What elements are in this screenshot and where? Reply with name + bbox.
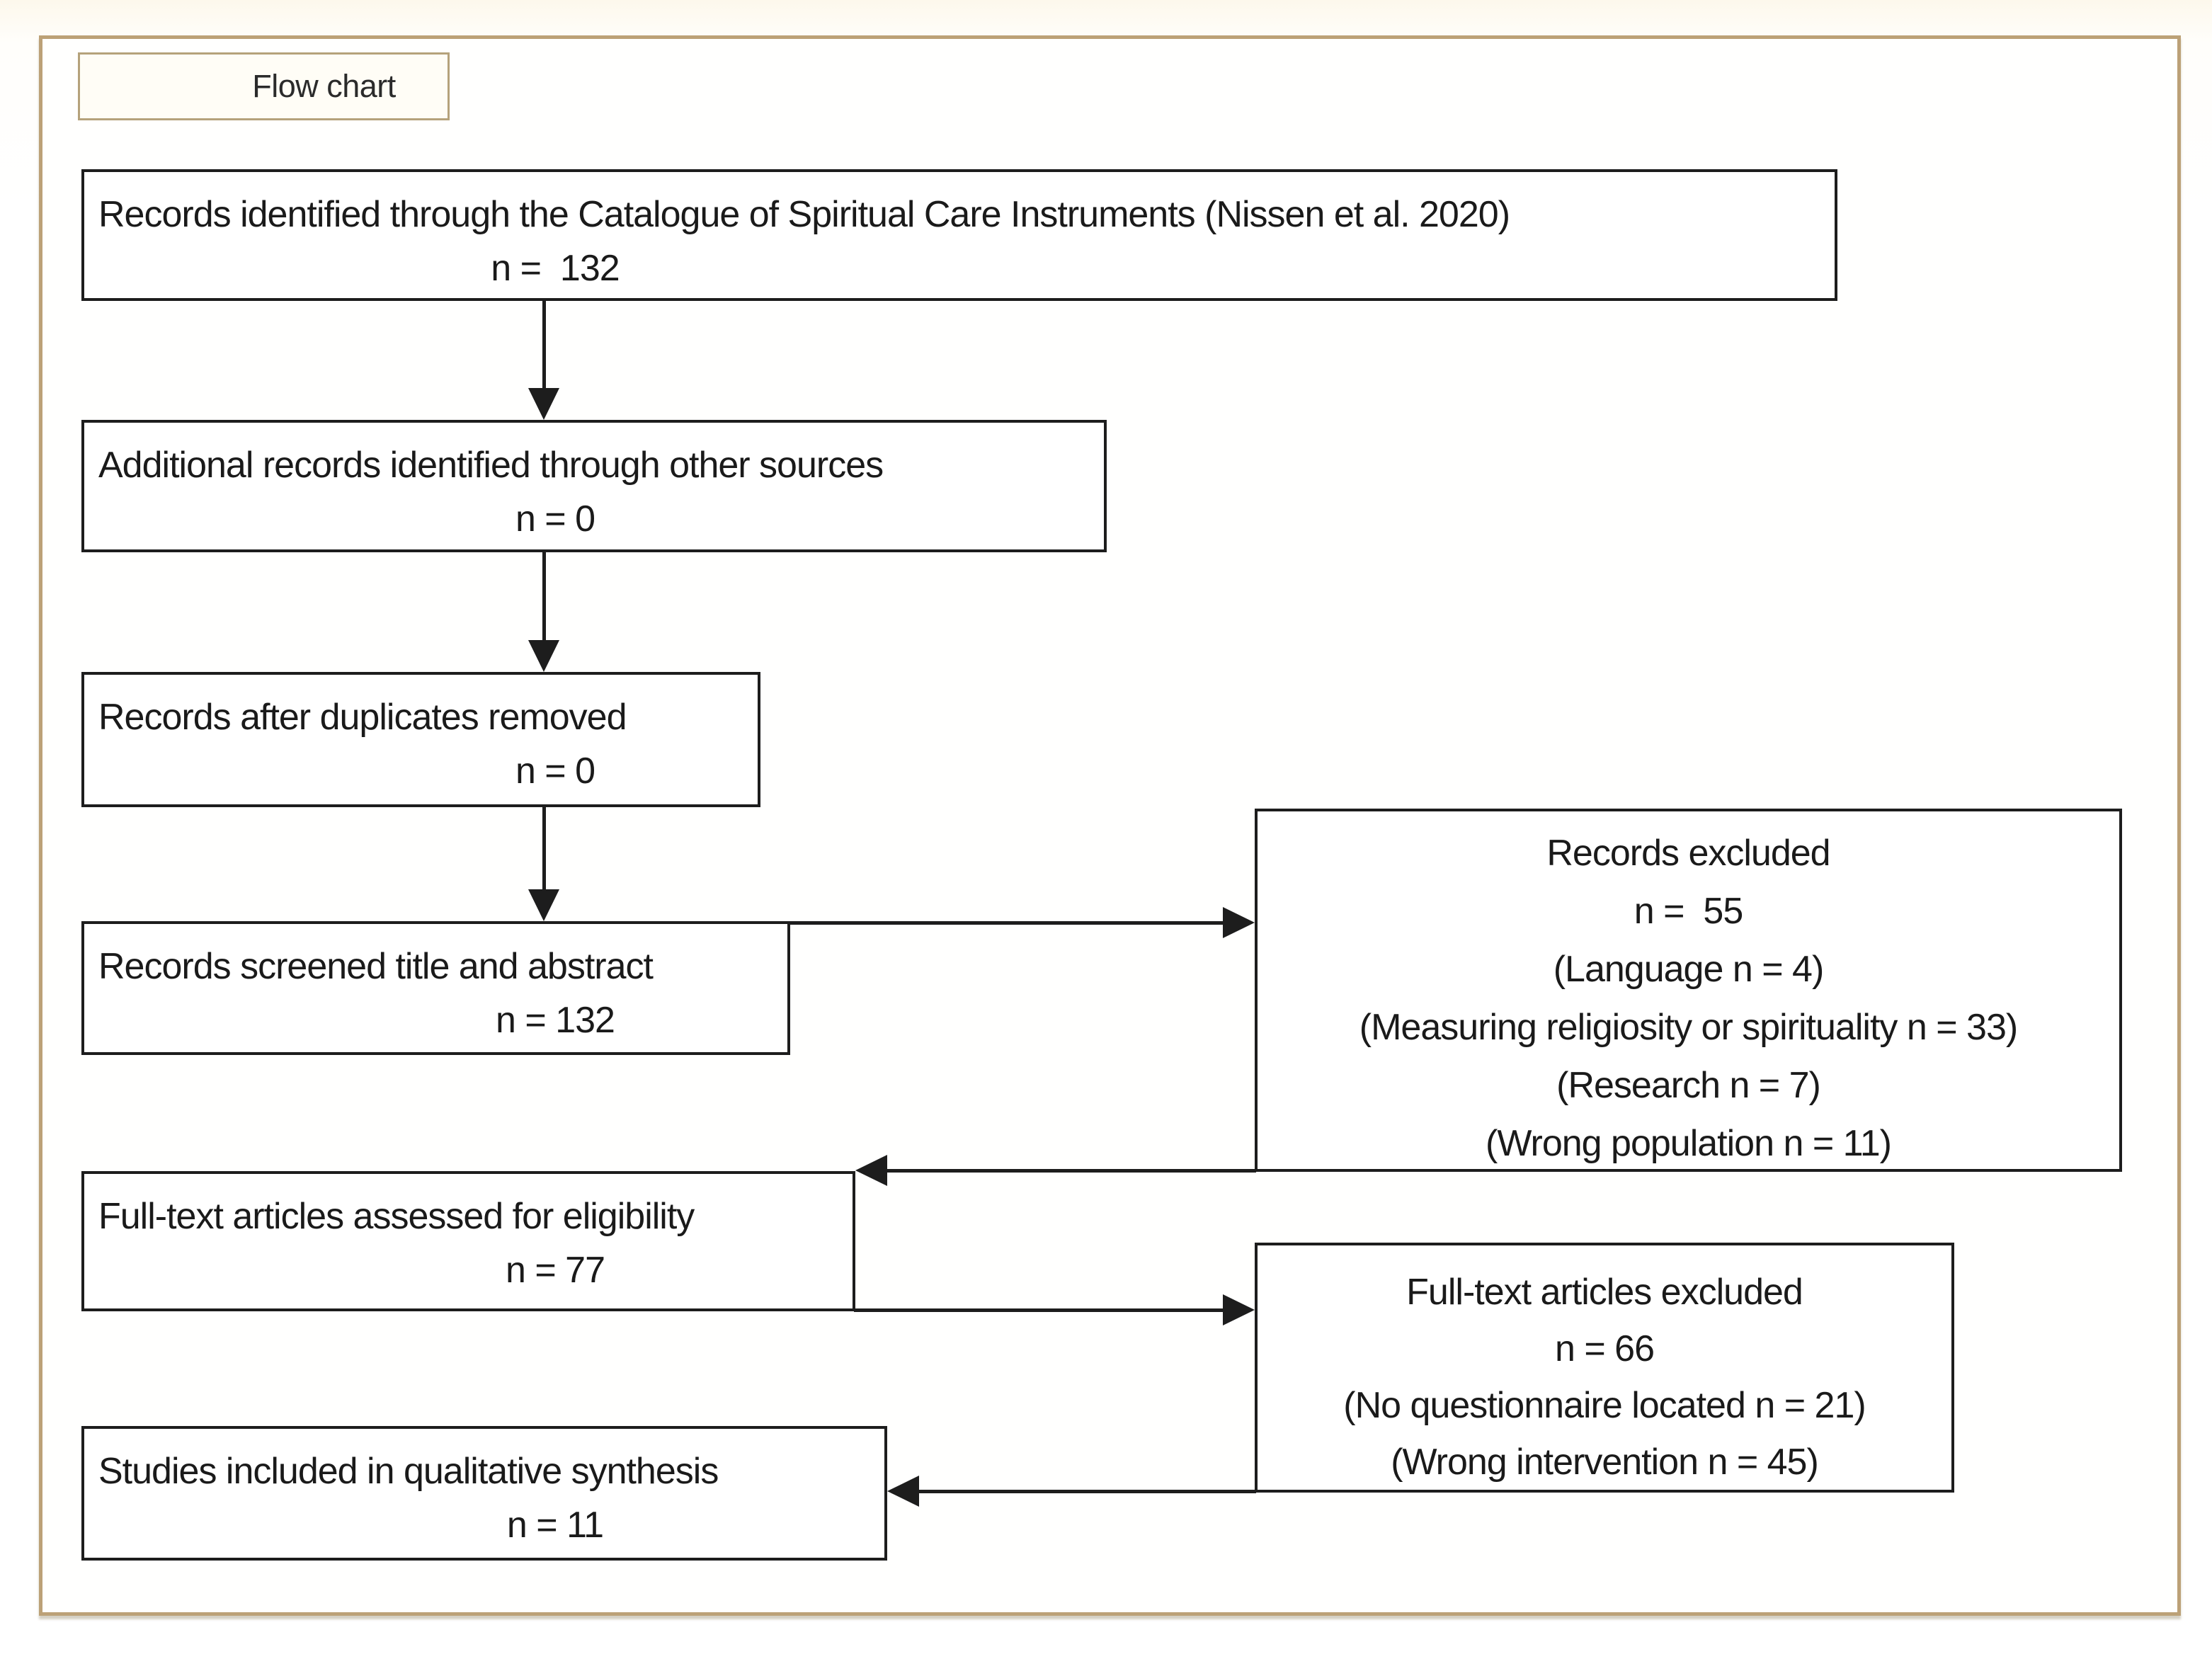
box-title: Full-text articles assessed for eligibil… (98, 1196, 695, 1237)
box-duplicates-removed: Records after duplicates removed n = 0 (81, 672, 760, 807)
box-title: Records after duplicates removed (98, 697, 627, 738)
box-records-excluded: Records excluded n = 55 (Language n = 4)… (1255, 809, 2122, 1172)
arrowhead-down-icon (528, 388, 559, 420)
figure-label-text: Flow chart (252, 68, 396, 104)
arrowhead-down-icon (528, 640, 559, 672)
excluded-line: (Wrong intervention n = 45) (1391, 1442, 1819, 1483)
figure-label-box: Flow chart (78, 52, 450, 120)
box-records-screened: Records screened title and abstract n = … (81, 921, 790, 1055)
excluded-line: Full-text articles excluded (1406, 1272, 1803, 1313)
arrowhead-right-icon (1223, 1294, 1255, 1325)
arrow-dedup-to-screened (542, 807, 546, 891)
excluded-line: n = 55 (1634, 891, 1743, 932)
excluded-line: Records excluded (1546, 833, 1830, 874)
box-fulltext-excluded: Full-text articles excluded n = 66 (No q… (1255, 1243, 1954, 1493)
excluded-line: (Measuring religiosity or spirituality n… (1359, 1007, 2018, 1048)
arrow-identified-to-additional (542, 301, 546, 389)
box-count: n = 77 (505, 1250, 605, 1291)
excluded-line: n = 66 (1554, 1328, 1655, 1369)
box-title: Records identified through the Catalogue… (98, 194, 1510, 235)
excluded-line: (No questionnaire located n = 21) (1343, 1385, 1866, 1426)
arrowhead-left-icon (887, 1476, 919, 1507)
box-fulltext-assessed: Full-text articles assessed for eligibil… (81, 1171, 855, 1311)
excluded-line: (Wrong population n = 11) (1486, 1123, 1892, 1164)
excluded-line: (Language n = 4) (1553, 949, 1825, 990)
arrow-ftexcluded-to-included (918, 1490, 1256, 1493)
box-title: Studies included in qualitative synthesi… (98, 1451, 719, 1492)
box-records-identified: Records identified through the Catalogue… (81, 169, 1837, 301)
arrowhead-left-icon (855, 1155, 887, 1186)
box-count: n = 0 (515, 751, 595, 792)
arrowhead-right-icon (1223, 907, 1255, 938)
arrow-screened-to-excluded (787, 921, 1226, 925)
excluded-line: (Research n = 7) (1556, 1065, 1821, 1106)
box-title: Records screened title and abstract (98, 946, 654, 987)
box-count: n = 11 (506, 1505, 604, 1546)
box-count: n = 0 (515, 498, 595, 540)
box-studies-included: Studies included in qualitative synthesi… (81, 1426, 887, 1561)
box-count: n = 132 (496, 1000, 615, 1041)
box-count: n = 132 (491, 248, 620, 289)
box-title: Additional records identified through ot… (98, 445, 884, 486)
arrow-fulltext-to-ftexcluded (854, 1308, 1226, 1312)
box-additional-records: Additional records identified through ot… (81, 420, 1107, 552)
arrowhead-down-icon (528, 889, 559, 921)
arrow-excluded-to-fulltext (886, 1169, 1256, 1173)
arrow-additional-to-dedup (542, 552, 546, 641)
